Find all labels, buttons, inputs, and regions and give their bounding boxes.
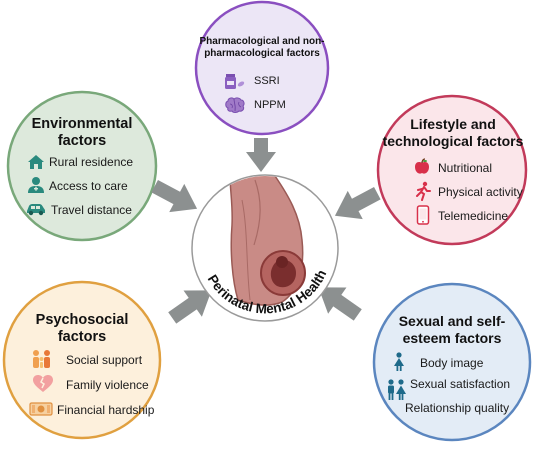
family-violence-label: Family violence	[66, 378, 149, 392]
arrow-left-bottom	[168, 290, 212, 324]
environmental-title-line1: Environmental	[31, 116, 133, 132]
psychosocial-title-line2: factors	[57, 329, 107, 345]
nppm-label: NPPM	[254, 99, 286, 111]
apple-icon	[415, 158, 429, 174]
ssri-label: SSRI	[254, 75, 280, 87]
lifestyle-circle	[376, 94, 528, 246]
environmental-title-line2: factors	[57, 133, 107, 149]
arrow-top	[246, 138, 276, 172]
access-to-care-label: Access to care	[49, 179, 128, 193]
physical-activity-label: Physical activity	[438, 185, 523, 199]
broken-heart-icon	[33, 375, 53, 392]
lifestyle-title: Lifestyle and technological factors	[380, 116, 526, 150]
environmental-title: Environmental factors	[14, 116, 150, 150]
psychosocial-title: Psychosocial factors	[14, 312, 150, 346]
telemedicine-label: Telemedicine	[438, 209, 509, 223]
social-support-label: Social support	[66, 353, 143, 367]
family-icon	[33, 350, 50, 368]
sexual-title-line2: esteem factors	[402, 330, 502, 346]
car-icon	[27, 204, 45, 216]
house-icon	[28, 155, 44, 169]
pharmacological-title-line2: pharmacological factors	[204, 48, 320, 59]
lifestyle-title-line1: Lifestyle and	[410, 116, 496, 132]
environmental-circle	[6, 90, 158, 242]
banknote-icon	[29, 402, 53, 416]
psychosocial-title-line1: Psychosocial	[35, 312, 129, 328]
smartphone-icon	[416, 205, 430, 225]
pharmacological-circle	[194, 0, 330, 136]
woman-icon	[394, 352, 404, 371]
sexual-title: Sexual and self- esteem factors	[384, 313, 520, 347]
arrow-right-bottom	[318, 287, 362, 321]
pharmacological-title: Pharmacological and non- pharmacological…	[196, 36, 328, 60]
arrow-left-top	[151, 180, 198, 213]
lifestyle-title-line2: technological factors	[382, 133, 524, 149]
doctor-icon	[28, 177, 44, 193]
sexual-circle	[372, 282, 532, 442]
nutritional-label: Nutritional	[438, 161, 493, 175]
relationship-quality-label: Relationship quality	[405, 401, 510, 415]
pill-bottle-icon	[225, 74, 245, 89]
sexual-title-line1: Sexual and self-	[398, 313, 506, 329]
rural-residence-label: Rural residence	[49, 155, 134, 169]
couple-icon	[388, 379, 406, 400]
psychosocial-circle	[2, 280, 162, 440]
pharmacological-title-line1: Pharmacological and non-	[199, 36, 325, 47]
body-image-label: Body image	[420, 356, 484, 370]
arrow-right-top	[334, 187, 381, 220]
pregnant-body-illustration	[229, 176, 306, 306]
sexual-satisfaction-label: Sexual satisfaction	[410, 377, 511, 391]
brain-icon	[225, 97, 245, 113]
arrows	[151, 138, 381, 324]
travel-distance-label: Travel distance	[51, 203, 132, 217]
financial-hardship-label: Financial hardship	[57, 403, 155, 417]
running-person-icon	[416, 181, 431, 201]
